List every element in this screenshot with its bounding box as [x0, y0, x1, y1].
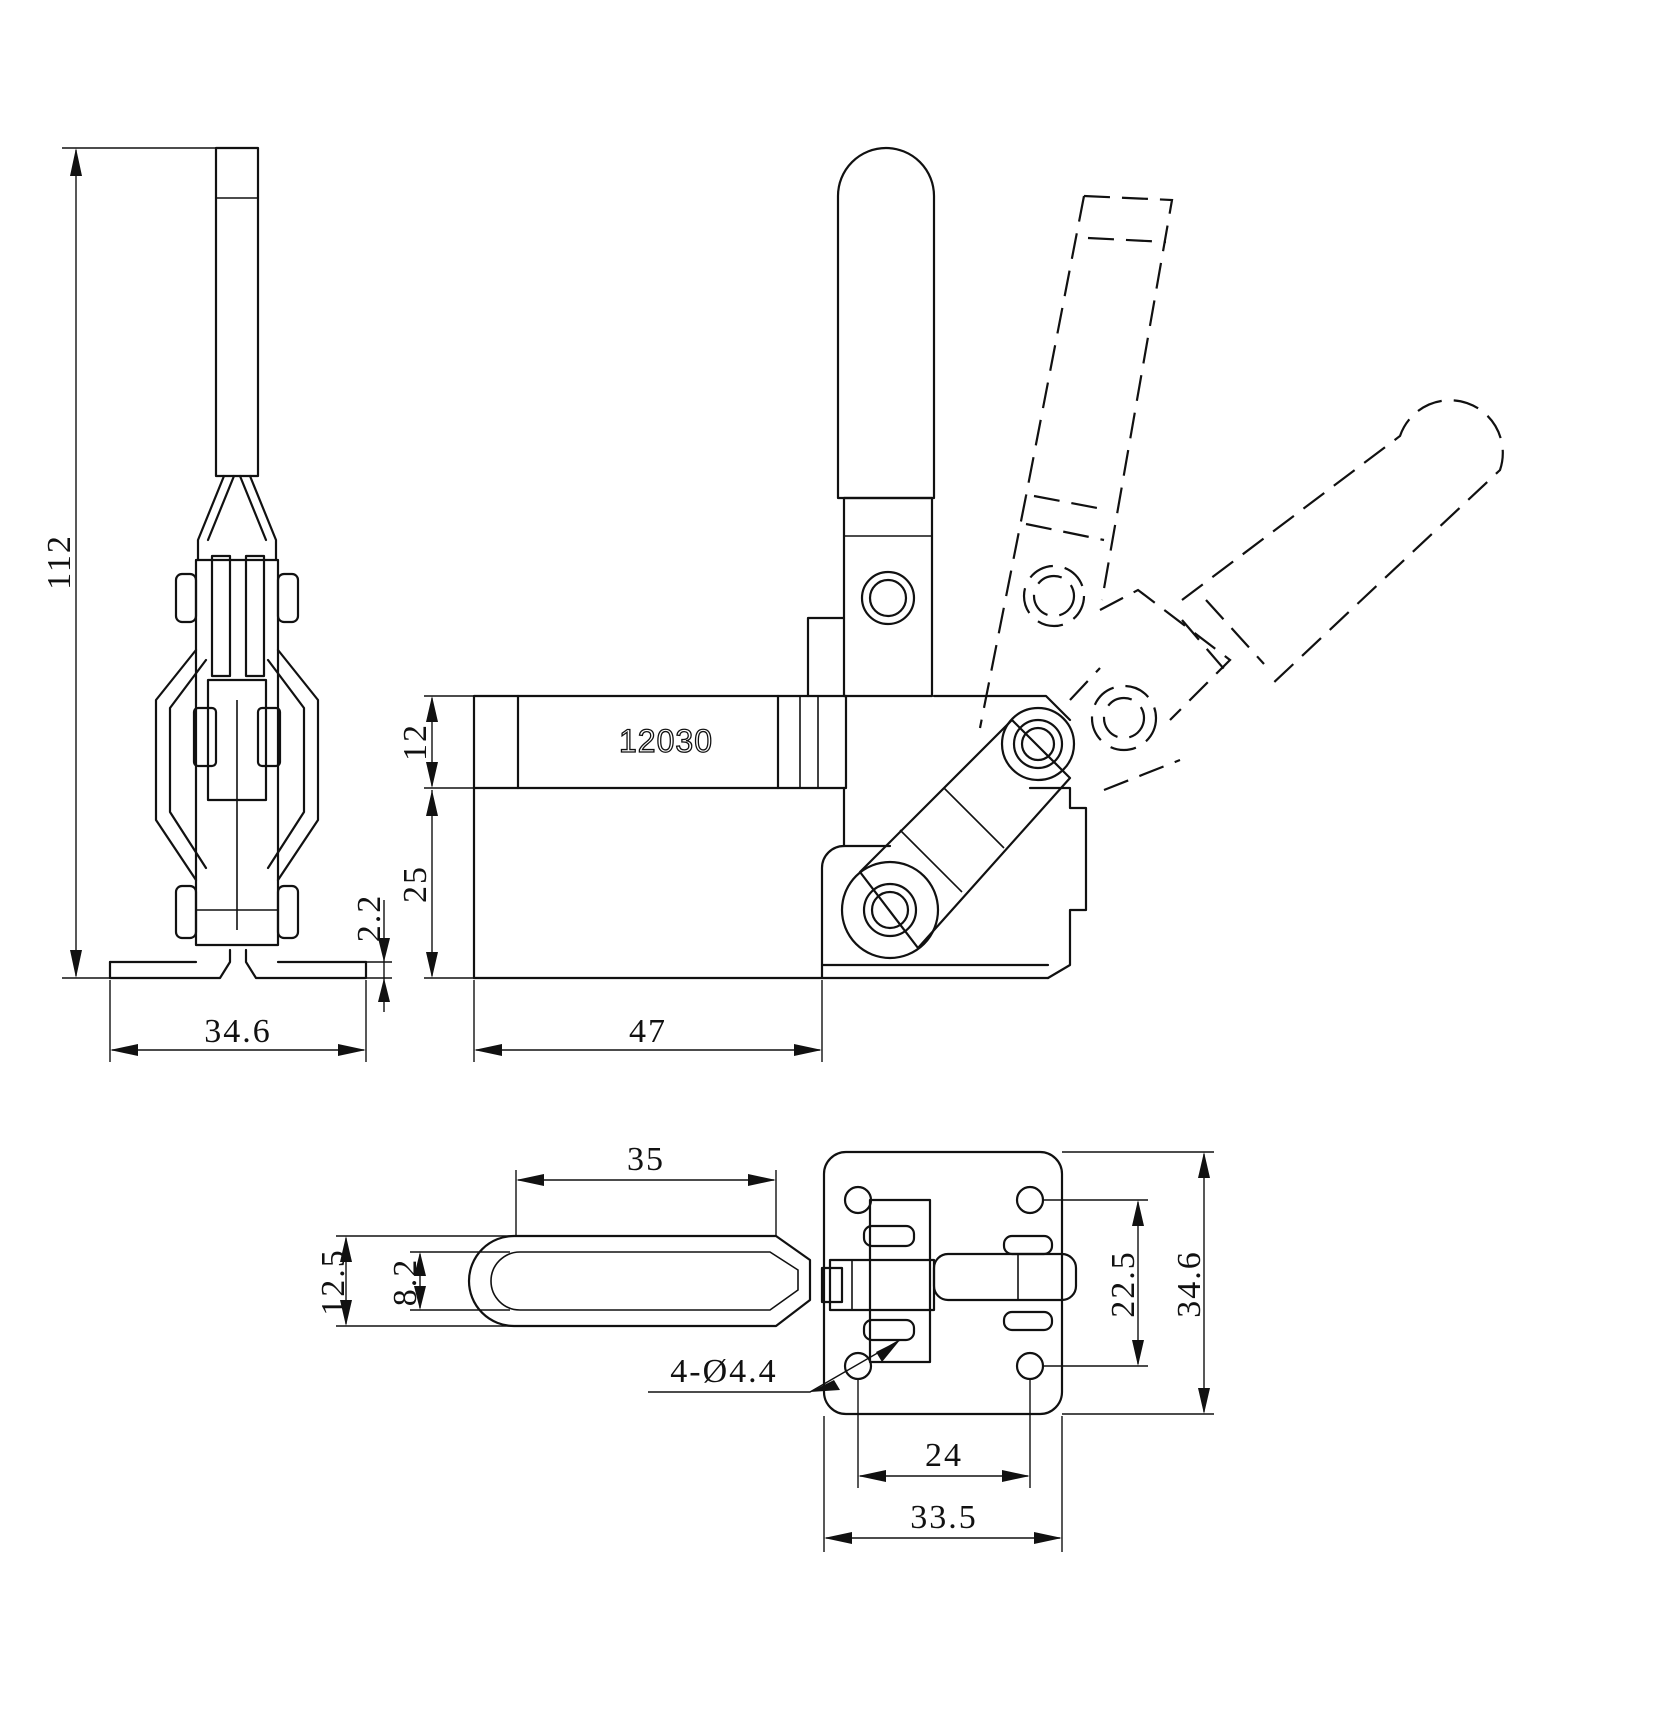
dim-mount-holes: 4-Ø4.4 [670, 1353, 777, 1390]
dim-handle-inner-width: 8.2 [387, 1258, 424, 1307]
dim-bar-length: 47 [629, 1013, 667, 1050]
dim-hole-spacing-y: 22.5 [1105, 1250, 1142, 1318]
dim-side-total-height: 112 [41, 534, 78, 590]
top-view: 35 12.5 8.2 4-Ø4.4 22.5 34.6 [315, 1141, 1214, 1552]
dim-body-height: 25 [397, 865, 434, 903]
dim-handle-length: 35 [627, 1141, 665, 1178]
dim-base-width-y: 34.6 [1171, 1250, 1208, 1318]
dim-base-thickness: 2.2 [351, 894, 388, 943]
front-view: 12030 [397, 146, 1504, 1062]
dim-hole-spacing-x: 24 [925, 1437, 963, 1474]
dim-handle-outer-width: 12.5 [315, 1248, 352, 1316]
part-number-label: 12030 [619, 723, 713, 759]
dim-side-base-width: 34.6 [204, 1013, 272, 1050]
dim-bar-height: 12 [397, 723, 434, 761]
dim-base-width-x: 33.5 [910, 1499, 978, 1536]
side-view: 112 34.6 2.2 [41, 146, 392, 1062]
